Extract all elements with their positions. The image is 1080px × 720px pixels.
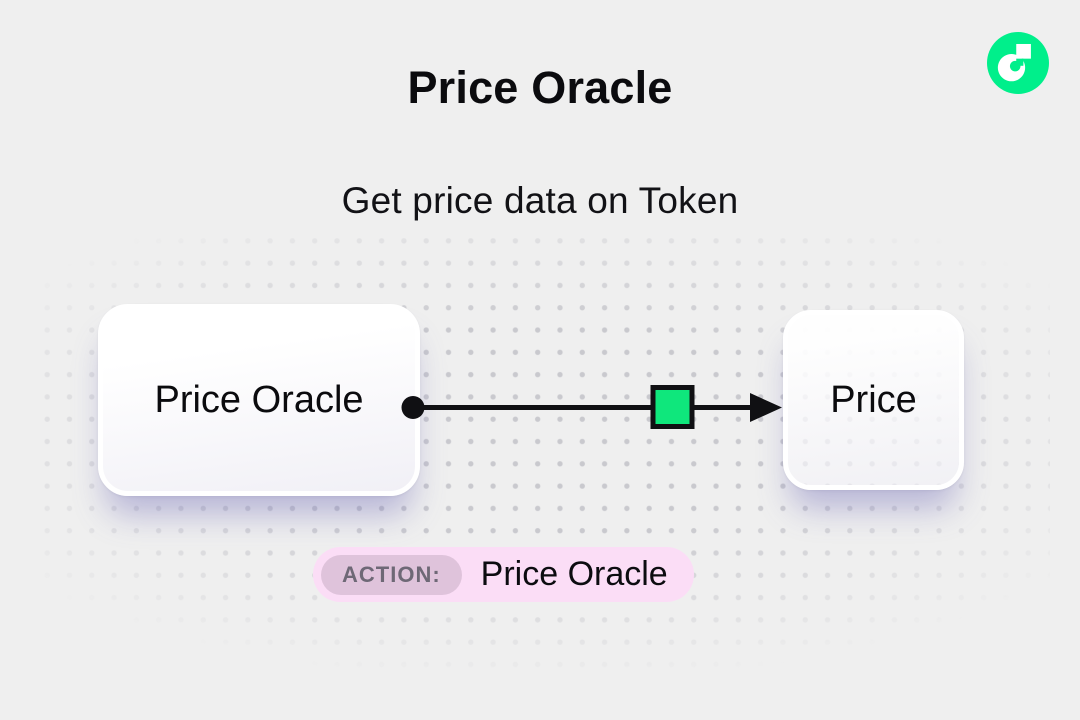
action-badge-label: ACTION:	[321, 554, 462, 595]
node-label: Price	[830, 378, 917, 421]
edge-connector	[401, 385, 782, 429]
diagram-node-price-oracle: Price Oracle	[98, 304, 420, 496]
page-title: Price Oracle	[407, 62, 673, 113]
page-subtitle: Get price data on Token	[341, 180, 739, 221]
action-badge: ACTION: Price Oracle	[313, 547, 694, 602]
action-badge-value: Price Oracle	[480, 555, 668, 593]
edge-arrowhead-icon	[750, 393, 782, 422]
diagram-node-price: Price	[783, 310, 964, 490]
edge-start-dot	[401, 396, 425, 419]
node-label: Price Oracle	[154, 378, 364, 421]
edge-marker-square	[650, 385, 695, 429]
flow-logo-icon	[987, 32, 1049, 94]
